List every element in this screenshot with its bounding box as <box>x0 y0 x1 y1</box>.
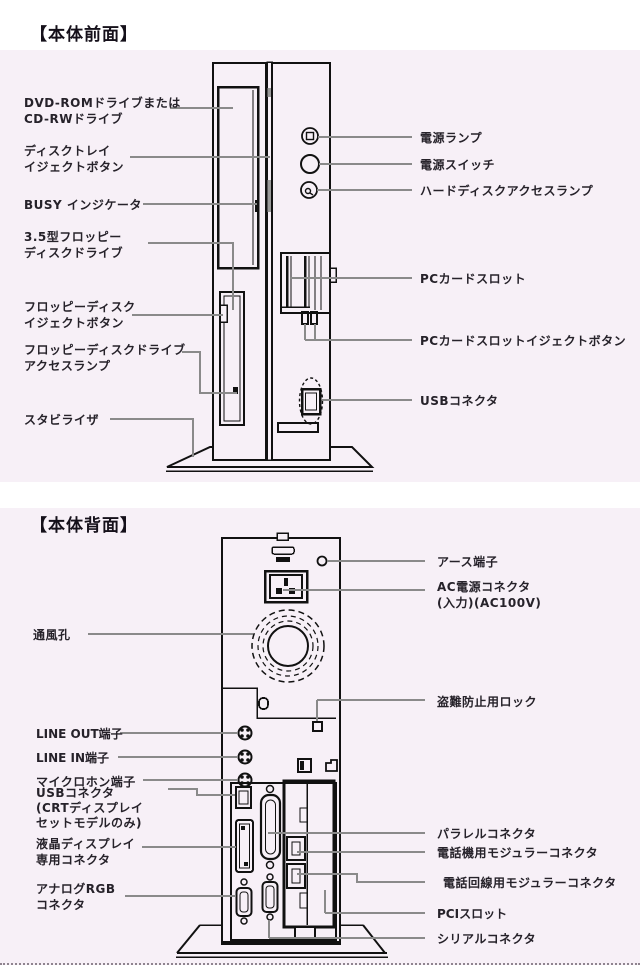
back-leader-lines <box>88 560 425 939</box>
connector-panel <box>230 779 337 941</box>
front-panel-diagram <box>0 50 640 482</box>
fan-vent <box>251 609 325 683</box>
label-tel-jack: 電話機用モジュラーコネクタ <box>437 846 599 860</box>
label-power-switch: 電源スイッチ <box>420 158 496 172</box>
dvd-drive <box>216 85 260 270</box>
back-section-title: 【本体背面】 <box>30 516 138 536</box>
label-floppy-lamp: フロッピーディスクドライブ アクセスランプ <box>24 343 186 373</box>
front-foot-bar <box>277 422 319 433</box>
top-handle <box>271 546 295 555</box>
label-disc-tray-eject: ディスクトレイ イジェクトボタン <box>24 144 125 174</box>
lcd-display-connector <box>234 818 255 874</box>
top-notch <box>276 532 289 541</box>
analog-rgb-connector <box>235 878 253 925</box>
label-stabilizer: スタビライザ <box>24 413 100 427</box>
label-ac: AC電源コネクタ (入力)(AC100V) <box>437 580 542 610</box>
label-hdd-lamp: ハードディスクアクセスランプ <box>420 184 594 198</box>
label-pc-card-slot: PCカードスロット <box>420 272 527 286</box>
label-vent: 通風孔 <box>33 628 71 642</box>
label-mic: マイクロホン端子 <box>36 775 136 789</box>
card-slot-icon <box>297 758 312 773</box>
panel-step-line <box>222 687 336 719</box>
label-busy-indicator: BUSY インジケータ <box>24 198 142 212</box>
line-in-jack <box>237 749 253 765</box>
label-floppy-eject: フロッピーディスク イジェクトボタン <box>24 300 136 330</box>
telephone-modular-jack <box>286 836 306 861</box>
label-serial: シリアルコネクタ <box>437 932 537 946</box>
busy-indicator <box>255 200 259 212</box>
label-dvd-drive: DVD-ROMドライブまたは CD-RWドライブ <box>24 96 181 126</box>
disc-tray-eject-button <box>267 180 271 212</box>
label-power-lamp: 電源ランプ <box>420 131 483 145</box>
system-unit-side <box>212 62 267 461</box>
parallel-connector <box>259 784 282 870</box>
stand-base-back <box>176 924 388 958</box>
label-parallel: パラレルコネクタ <box>437 827 537 841</box>
label-usb-crt: USBコネクタ (CRTディスプレイ セットモデルのみ) <box>36 786 144 830</box>
label-tel-line: 電話回線用モジュラーコネクタ <box>443 876 617 890</box>
usb-connector-back <box>234 785 253 810</box>
power-lamp-icon <box>301 127 319 145</box>
label-line-out: LINE OUT端子 <box>36 727 123 741</box>
phone-line-modular-jack <box>286 863 306 889</box>
ac-inlet <box>263 569 309 604</box>
security-lock-slot <box>312 721 323 732</box>
label-lcd: 液晶ディスプレイ 専用コネクタ <box>36 837 136 867</box>
ground-screw-icon <box>316 555 328 567</box>
panel-bottom-tab <box>294 926 316 940</box>
floppy-drive <box>219 291 245 426</box>
front-section-title: 【本体前面】 <box>30 25 138 45</box>
back-panel-diagram <box>0 508 640 965</box>
floppy-eject-button <box>219 304 228 323</box>
lock-icon <box>325 759 338 772</box>
front-drawing <box>110 61 412 472</box>
pc-card-slot <box>280 252 337 325</box>
pc-card-eject-button <box>310 311 318 325</box>
d-hole <box>258 697 269 710</box>
vent-dash <box>276 557 290 562</box>
label-lock: 盗難防止用ロック <box>437 695 538 709</box>
system-unit-front <box>271 62 337 461</box>
back-panel-body <box>221 537 341 945</box>
label-pci: PCIスロット <box>437 907 508 921</box>
label-floppy-drive: 3.5型フロッピー ディスクドライブ <box>24 230 124 260</box>
serial-connector <box>261 873 279 921</box>
back-drawing <box>88 532 425 958</box>
label-line-in: LINE IN端子 <box>36 751 110 765</box>
label-usb-front: USBコネクタ <box>420 394 499 408</box>
label-rgb: アナログRGB コネクタ <box>36 882 116 912</box>
label-earth: アース端子 <box>437 555 499 569</box>
front-leader-lines <box>110 107 412 457</box>
line-out-jack <box>237 725 253 741</box>
floppy-access-lamp <box>233 387 238 394</box>
label-pc-card-eject: PCカードスロットイジェクトボタン <box>420 334 627 348</box>
